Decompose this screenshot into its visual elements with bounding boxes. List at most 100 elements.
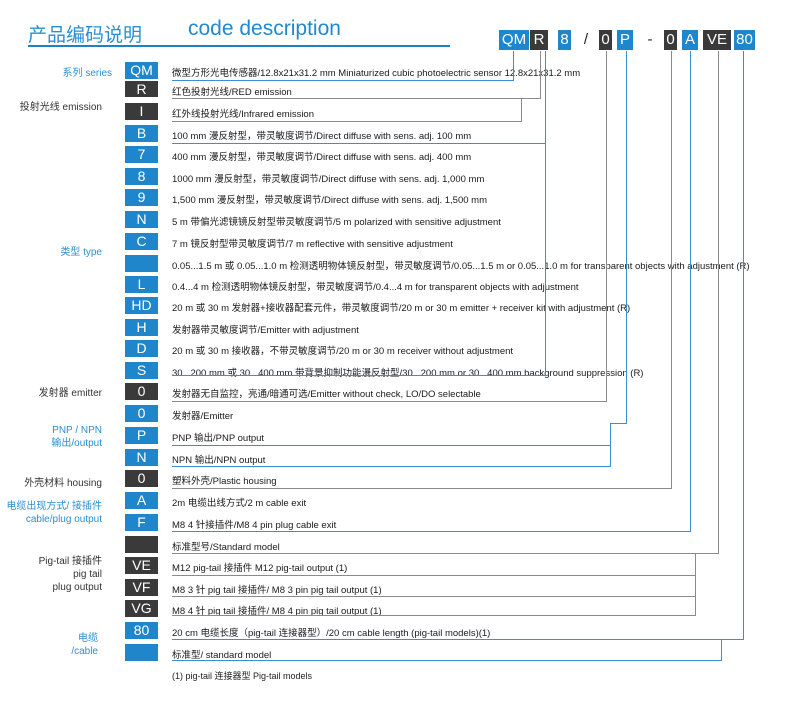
- connector-line: [172, 445, 611, 446]
- connector-line: [606, 51, 607, 402]
- connector-line: [172, 660, 722, 661]
- category-type: 类型 type: [60, 247, 102, 258]
- code-description: 塑料外壳/Plastic housing: [172, 476, 277, 487]
- connector-line: [545, 51, 546, 376]
- connector-line: [540, 51, 541, 99]
- code-description: 5 m 带偏光滤镜镜反射型带灵敏度调节/5 m polarized with s…: [172, 217, 501, 228]
- code-cell: 80: [125, 622, 158, 639]
- code-segment: -: [647, 31, 653, 48]
- code-cell: N: [125, 211, 158, 228]
- code-description: 2m 电缆出线方式/2 m cable exit: [172, 498, 307, 509]
- code-cell: S: [125, 362, 158, 379]
- code-description: NPN 输出/NPN output: [172, 455, 266, 466]
- title-chinese: 产品编码说明: [28, 24, 143, 46]
- code-segment: P: [617, 30, 633, 50]
- connector-line: [610, 423, 627, 424]
- connector-line: [718, 51, 719, 554]
- code-cell: D: [125, 340, 158, 357]
- code-segment: 80: [734, 30, 755, 50]
- connector-line: [743, 51, 744, 640]
- connector-line: [172, 531, 691, 532]
- connector-line: [671, 51, 672, 489]
- code-segment: 0: [664, 30, 677, 50]
- connector-line: [521, 98, 522, 122]
- connector-line: [721, 639, 722, 660]
- code-cell: A: [125, 492, 158, 509]
- code-cell: I: [125, 103, 158, 120]
- connector-line: [690, 51, 691, 532]
- code-description: 20 m 或 30 m 接收器，不带灵敏度调节/20 m or 30 m rec…: [172, 346, 514, 357]
- code-cell: H: [125, 319, 158, 336]
- code-description: M12 pig-tail 接插件 M12 pig-tail output (1): [172, 563, 348, 574]
- code-cell: QM: [125, 62, 158, 79]
- code-description: 1000 mm 漫反射型，带灵敏度调节/Direct diffuse with …: [172, 174, 485, 185]
- connector-line: [172, 121, 522, 122]
- code-description: 100 mm 漫反射型，带灵敏度调节/Direct diffuse with s…: [172, 131, 472, 142]
- code-cell: [125, 644, 158, 661]
- connector-line: [172, 488, 672, 489]
- code-description: 红外线投射光线/Infrared emission: [172, 109, 315, 120]
- title-english: code description: [188, 17, 341, 40]
- category-cable-exit: 电缆出现方式/ 接插件 cable/plug output: [6, 501, 102, 525]
- code-cell: L: [125, 276, 158, 293]
- connector-line: [172, 401, 607, 402]
- code-cell: VF: [125, 579, 158, 596]
- code-description: M8 4 针接插件/M8 4 pin plug cable exit: [172, 520, 337, 531]
- code-description: 发射器无自监控，亮通/暗通可选/Emitter without check, L…: [172, 389, 481, 400]
- code-description: PNP 输出/PNP output: [172, 433, 265, 444]
- code-description: 20 m 或 30 m 发射器+接收器配套元件，带灵敏度调节/20 m or 3…: [172, 303, 631, 314]
- code-cell: 8: [125, 168, 158, 185]
- code-description: 400 mm 漫反射型，带灵敏度调节/Direct diffuse with s…: [172, 152, 472, 163]
- connector-line: [172, 639, 744, 640]
- code-cell: 0: [125, 470, 158, 487]
- code-segment: A: [682, 30, 698, 50]
- code-cell: F: [125, 514, 158, 531]
- category-cable: 电缆 /cable: [71, 633, 98, 657]
- code-description: M8 3 针 pig tail 接插件/ M8 3 pin pig tail o…: [172, 585, 382, 596]
- title-underline: [28, 45, 450, 47]
- code-cell: 0: [125, 383, 158, 400]
- code-description: 标准型号/Standard model: [172, 542, 280, 553]
- category-output: PNP / NPN 输出/output: [51, 425, 102, 449]
- code-segment: 8: [558, 30, 571, 50]
- code-cell: 9: [125, 189, 158, 206]
- code-description: 发射器/Emitter: [172, 411, 234, 422]
- code-description: 红色投射光线/RED emission: [172, 87, 292, 98]
- code-description: 0.05...1.5 m 或 0.05...1.0 m 检测透明物体镜反射型，带…: [172, 261, 750, 272]
- code-description: 7 m 镜反射型带灵敏度调节/7 m reflective with sensi…: [172, 239, 453, 250]
- code-cell: R: [125, 81, 158, 97]
- code-cell: VE: [125, 557, 158, 574]
- code-cell: 7: [125, 146, 158, 163]
- connector-line: [172, 615, 696, 616]
- code-cell: N: [125, 449, 158, 466]
- code-cell: B: [125, 125, 158, 142]
- code-description: 0.4...4 m 检测透明物体镜反射型，带灵敏度调节/0.4...4 m fo…: [172, 282, 579, 293]
- code-cell: 0: [125, 405, 158, 422]
- category-housing: 外壳材料 housing: [24, 478, 102, 489]
- category-emitter: 发射器 emitter: [38, 388, 102, 399]
- code-segment: /: [583, 31, 589, 48]
- connector-line: [172, 466, 611, 467]
- code-cell: HD: [125, 297, 158, 314]
- code-cell: [125, 536, 158, 553]
- code-description: 30...200 mm 或 30...400 mm 带背景抑制功能漫反射型/30…: [172, 368, 644, 379]
- code-description: 微型方形光电传感器/12.8x21x31.2 mm Miniaturized c…: [172, 68, 581, 79]
- code-description: 1,500 mm 漫反射型，带灵敏度调节/Direct diffuse with…: [172, 195, 487, 206]
- code-cell: C: [125, 233, 158, 250]
- code-description: 标准型/ standard model: [172, 650, 272, 661]
- category-pigtail: Pig-tail 接插件 pig tail plug output: [38, 556, 102, 593]
- connector-line: [626, 51, 627, 424]
- code-segment: QM: [499, 30, 529, 50]
- connector-line: [695, 553, 696, 616]
- code-cell: [125, 255, 158, 272]
- code-segment: VE: [703, 30, 731, 50]
- connector-line: [172, 375, 546, 376]
- connector-line: [172, 596, 696, 597]
- category-emission: 投射光线 emission: [19, 102, 102, 113]
- category-series: 系列 series: [62, 68, 112, 79]
- code-description: 发射器带灵敏度调节/Emitter with adjustment: [172, 325, 359, 336]
- connector-line: [172, 553, 719, 554]
- connector-line: [172, 575, 696, 576]
- code-cell: P: [125, 427, 158, 444]
- code-cell: VG: [125, 600, 158, 617]
